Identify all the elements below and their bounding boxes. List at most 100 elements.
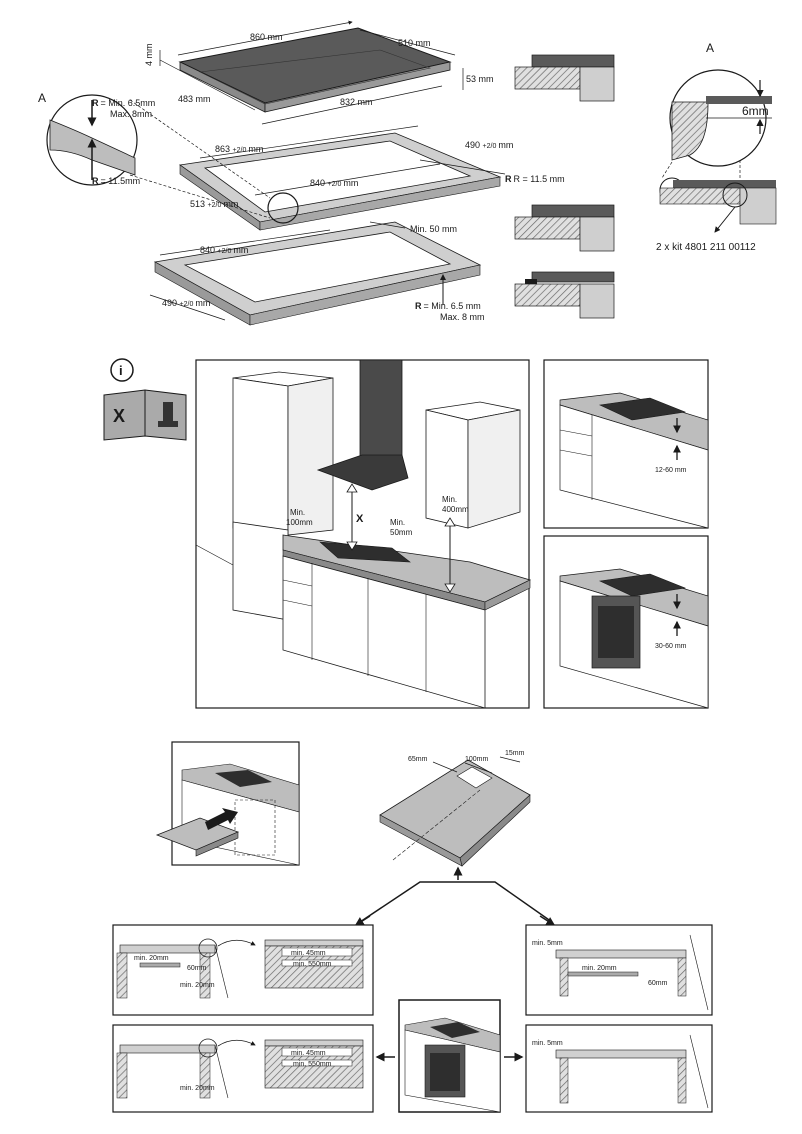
dim-line-863 xyxy=(199,125,419,159)
vent-dim-100: 100mm xyxy=(465,756,489,763)
detail-a-worktop-small xyxy=(659,187,741,205)
br-min5: min. 5mm xyxy=(532,1040,563,1047)
variant-bottom-right: min. 5mm xyxy=(525,1024,713,1113)
dim-line-100 xyxy=(464,762,493,774)
hood-mini-icon xyxy=(163,402,173,424)
standard-min-edge-label: Min. 50 mm xyxy=(410,224,457,234)
dim-line-65 xyxy=(432,761,458,773)
dim-line-860 xyxy=(177,20,353,56)
detail-a-glass xyxy=(706,96,772,104)
dim-line-min50 xyxy=(369,221,406,229)
flush-frame-front xyxy=(259,176,501,231)
hob-diagram: 860 mm 510 mm 4 mm 483 mm 832 mm 53 mm xyxy=(144,20,494,125)
manual-icon: i X xyxy=(103,358,187,441)
oven-centre-panel xyxy=(375,999,524,1113)
detail-leader-bottom xyxy=(129,174,271,219)
variant-top-left: min. 20mm 60mm min. 20mm min. 45mm min. … xyxy=(112,924,374,1016)
tr-min5: min. 5mm xyxy=(532,940,563,947)
section-profile-2 xyxy=(514,204,615,252)
panel-notch xyxy=(456,766,493,789)
detail-a-worktop-section xyxy=(671,101,709,161)
tall-cabinet-front xyxy=(232,377,289,536)
worktop-thickness-1-label: 12-60 mm xyxy=(655,467,687,474)
worktop-thickness-panel-2: 30-60 mm xyxy=(543,535,709,709)
vent-dim-65: 65mm xyxy=(408,756,428,763)
hob-inner-body xyxy=(198,49,432,105)
vent-dim-15: 15mm xyxy=(505,750,525,757)
detail-marker-circle xyxy=(267,192,299,224)
tl-gap60: 60mm xyxy=(187,965,207,972)
bl-min45: min. 45mm xyxy=(291,1050,326,1057)
bl-min550: min. 550mm xyxy=(293,1061,332,1068)
detail-a-kit-label: 2 x kit 4801 211 00112 xyxy=(656,242,756,253)
panel-top xyxy=(379,759,531,859)
wall-cabinet-side xyxy=(467,409,521,529)
dim-line-840-flush xyxy=(254,163,441,196)
dim-line-840-standard xyxy=(159,229,331,256)
bl-min20: min. 20mm xyxy=(180,1085,215,1092)
detail-circle-rmin: R= Min. 6.5mm xyxy=(92,98,155,108)
detail-circle-rmax: Max. 8mm xyxy=(110,109,152,119)
detail-a-glass-small xyxy=(673,180,776,188)
svg-text:i: i xyxy=(119,363,123,378)
hob-height-label: 53 mm xyxy=(466,74,494,84)
dim-line-490-flush xyxy=(419,159,506,175)
kitchen-hob xyxy=(319,541,411,563)
hood-clearance-label: X xyxy=(356,513,364,525)
radius-detail-circle: A R= Min. 6.5mm Max. 8mm R= 11.5mm xyxy=(38,91,155,186)
detail-a-kit-arrow xyxy=(714,206,736,233)
tl-min20-b: min. 20mm xyxy=(180,982,215,989)
detail-circle-label: A xyxy=(38,91,46,105)
min-cabinet-label: Min.400mm xyxy=(442,495,469,514)
tr-gap60: 60mm xyxy=(648,980,668,987)
hob-width-label: 860 mm xyxy=(250,32,283,42)
min-back-label: Min.50mm xyxy=(390,518,413,537)
info-icon xyxy=(110,358,134,382)
kitchen-scene: X Min.100mm Min.50mm Min.400mm xyxy=(195,359,532,709)
hob-thickness-label: 4 mm xyxy=(144,44,154,67)
section-profile-3 xyxy=(514,271,615,319)
min-side-label: Min.100mm xyxy=(286,508,313,527)
section-profile-1 xyxy=(514,54,615,102)
dim-line-483 xyxy=(159,59,256,111)
hob-depth-label: 510 mm xyxy=(398,38,431,48)
flush-frame-inner xyxy=(203,140,472,213)
detail-a: A 6mm 2 x kit 4801 211 00112 xyxy=(656,41,777,253)
dim-line-832 xyxy=(261,85,443,125)
section-profiles xyxy=(514,54,615,319)
standard-frame-front xyxy=(249,264,481,326)
hood-chimney xyxy=(359,359,403,461)
dim-line-15 xyxy=(499,756,521,763)
standard-radius-max-label: Max. 8 mm xyxy=(440,312,485,322)
hob-inner-width-label: 832 mm xyxy=(340,97,373,107)
tr-min20: min. 20mm xyxy=(582,965,617,972)
tall-cabinet-side xyxy=(287,377,334,536)
worktop-thickness-2-label: 30-60 mm xyxy=(655,643,687,650)
variant-top-right: min. 5mm min. 20mm 60mm xyxy=(525,924,713,1016)
tl-min550: min. 550mm xyxy=(293,961,332,968)
kitchen-base-cabinets xyxy=(282,555,486,709)
detail-circle-rinner: R= 11.5mm xyxy=(92,176,140,186)
dim-line-490-standard xyxy=(149,294,226,321)
standard-radius-min-label: R= Min. 6.5 mm xyxy=(415,301,481,311)
manual-icon-x: X xyxy=(113,406,125,426)
detail-a-leader-1 xyxy=(661,161,673,179)
standard-frame-inner xyxy=(183,231,452,303)
tl-min20-a: min. 20mm xyxy=(134,955,169,962)
dim-line-510 xyxy=(359,29,456,56)
worktop-thickness-panel-1: 12-60 mm xyxy=(543,359,709,529)
hob-glass-edge-right xyxy=(264,61,451,113)
hob-inner-depth-label: 483 mm xyxy=(178,94,211,104)
tall-cabinet-lower xyxy=(232,521,289,621)
variant-bottom-left: min. 20mm min. 45mm min. 550mm xyxy=(112,1024,374,1113)
detail-a-gap-label: 6mm xyxy=(742,104,769,118)
